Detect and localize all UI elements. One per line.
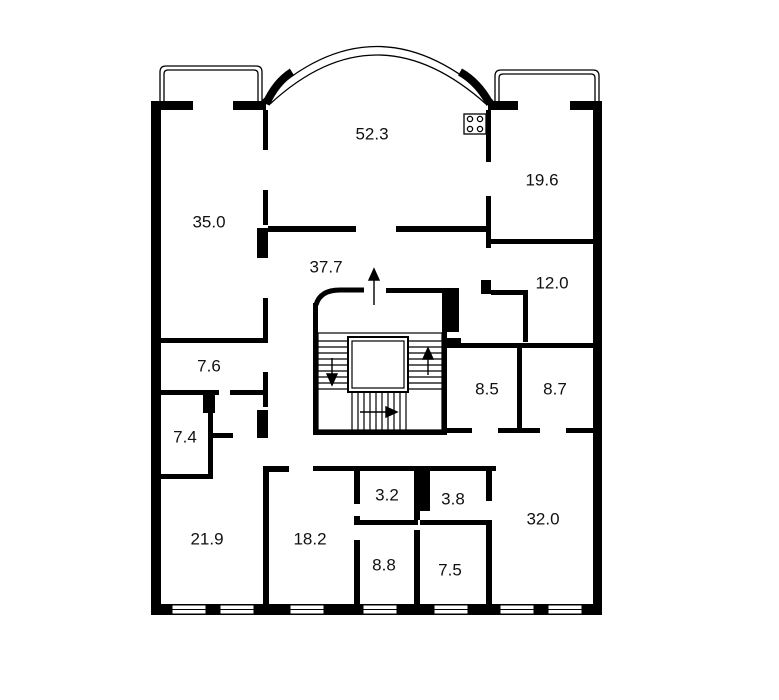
room-label-small-west: 7.6 xyxy=(197,356,221,375)
bay-window-wall xyxy=(262,68,494,106)
balcony-east xyxy=(494,69,600,101)
wall-north-east-a xyxy=(488,101,518,110)
room-label-west-room: 35.0 xyxy=(192,212,225,231)
room-label-hall: 37.7 xyxy=(309,257,342,276)
stove-icon xyxy=(463,113,487,135)
wall-east xyxy=(593,101,602,615)
wall-west xyxy=(151,101,161,615)
arrow-icon xyxy=(367,267,381,305)
wall-north-east-b xyxy=(570,101,602,110)
room-label-east-room: 12.0 xyxy=(535,273,568,292)
balcony-east-inner xyxy=(498,73,596,101)
room-label-bath-a: 8.8 xyxy=(372,555,396,574)
room-label-southwest-room: 21.9 xyxy=(190,529,223,548)
room-label-stair-room-a: 8.5 xyxy=(475,379,499,398)
stair-arrows xyxy=(325,267,435,419)
room-label-wc-a: 3.2 xyxy=(375,485,399,504)
room-label-south-room: 18.2 xyxy=(293,529,326,548)
arrow-icon xyxy=(325,358,339,387)
arrow-icon xyxy=(360,405,399,419)
room-label-closet-west: 7.4 xyxy=(173,427,197,446)
room-label-wc-b: 3.8 xyxy=(441,489,465,508)
wall-north-west-b xyxy=(233,101,266,110)
bay-window-inner xyxy=(269,54,487,105)
balcony-west xyxy=(159,65,263,101)
room-label-southeast-room: 32.0 xyxy=(526,509,559,528)
balcony-west-inner xyxy=(163,69,259,101)
room-label-northeast-room: 19.6 xyxy=(525,170,558,189)
stair-details xyxy=(313,287,443,431)
room-label-bath-b: 7.5 xyxy=(438,560,462,579)
room-label-great-hall: 52.3 xyxy=(355,124,388,143)
room-label-stair-room-b: 8.7 xyxy=(543,379,567,398)
interior-walls xyxy=(161,110,593,605)
wall-north-west-a xyxy=(151,101,193,110)
arrow-icon xyxy=(421,346,435,375)
room-labels: 52.3 35.0 19.6 37.7 12.0 7.6 7.4 8.5 8.7… xyxy=(173,124,568,579)
balconies xyxy=(159,46,600,105)
